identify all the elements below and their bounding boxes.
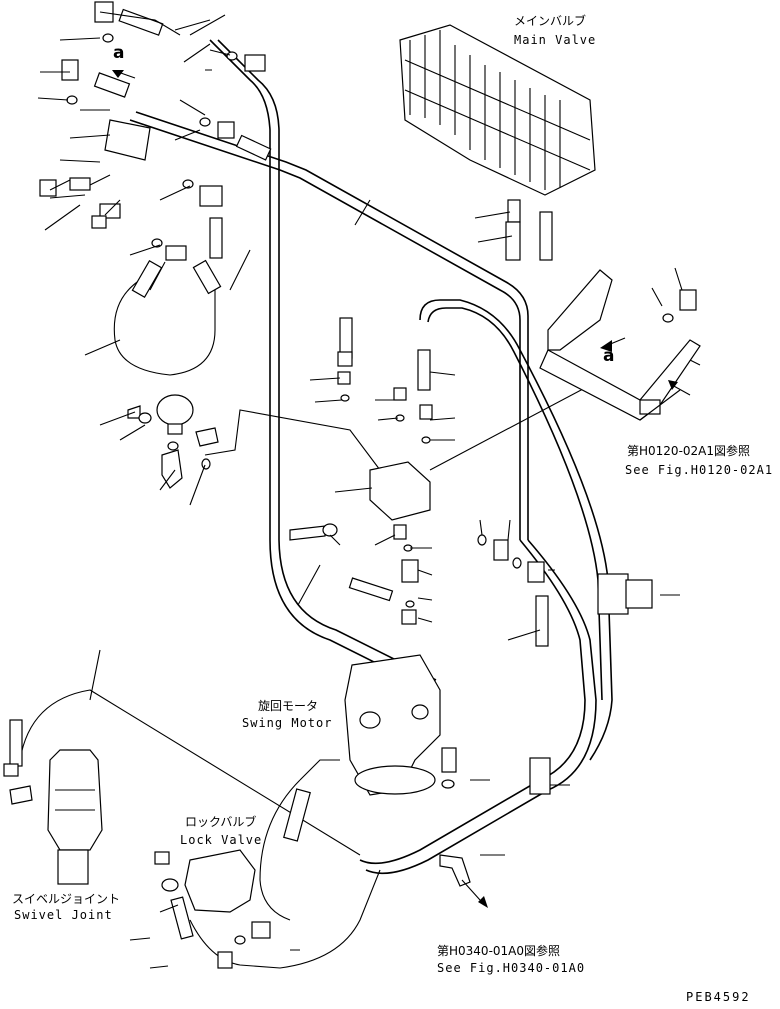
reference-fig-h0340-label-jp: 第H0340-01A0図参照 bbox=[437, 944, 561, 958]
drawing-code: PEB4592 bbox=[686, 990, 751, 1004]
main-valve-label-jp: メインバルブ bbox=[514, 14, 587, 28]
swivel-joint-label-en: Swivel Joint bbox=[14, 908, 113, 922]
upper-left-fittings bbox=[39, 1, 272, 299]
swing-motor-drawing bbox=[283, 654, 457, 842]
main-valve-drawing bbox=[399, 24, 596, 261]
main-valve-label-en: Main Valve bbox=[514, 33, 597, 47]
hose-routing bbox=[19, 39, 613, 969]
center-valve-block bbox=[289, 317, 549, 647]
leader-lines bbox=[37, 19, 701, 969]
lock-valve-label-jp: ロックバルブ bbox=[185, 815, 257, 829]
reference-fig-h0120-label-en: See Fig.H0120-02A1 bbox=[625, 463, 774, 477]
swing-motor-label-jp: 旋回モータ bbox=[258, 699, 319, 713]
arrow-a-label-right: a bbox=[603, 346, 615, 366]
lock-valve-drawing bbox=[154, 849, 271, 969]
swivel-joint-label-jp: スイベルジョイント bbox=[12, 892, 121, 906]
right-bracket bbox=[539, 269, 701, 421]
reference-fig-h0340-label-en: See Fig.H0340-01A0 bbox=[437, 961, 586, 975]
lock-valve-label-en: Lock Valve bbox=[180, 833, 263, 847]
tube-clamps bbox=[529, 573, 653, 795]
swing-motor-label-en: Swing Motor bbox=[242, 716, 333, 730]
arrow-a-label-upper: a bbox=[113, 43, 125, 63]
arrow-a-markers bbox=[112, 70, 691, 908]
lower-bracket bbox=[439, 854, 481, 901]
reference-fig-h0120-label-jp: 第H0120-02A1図参照 bbox=[627, 444, 751, 458]
accumulator-parts bbox=[127, 394, 219, 489]
swivel-joint-drawing bbox=[3, 719, 103, 885]
